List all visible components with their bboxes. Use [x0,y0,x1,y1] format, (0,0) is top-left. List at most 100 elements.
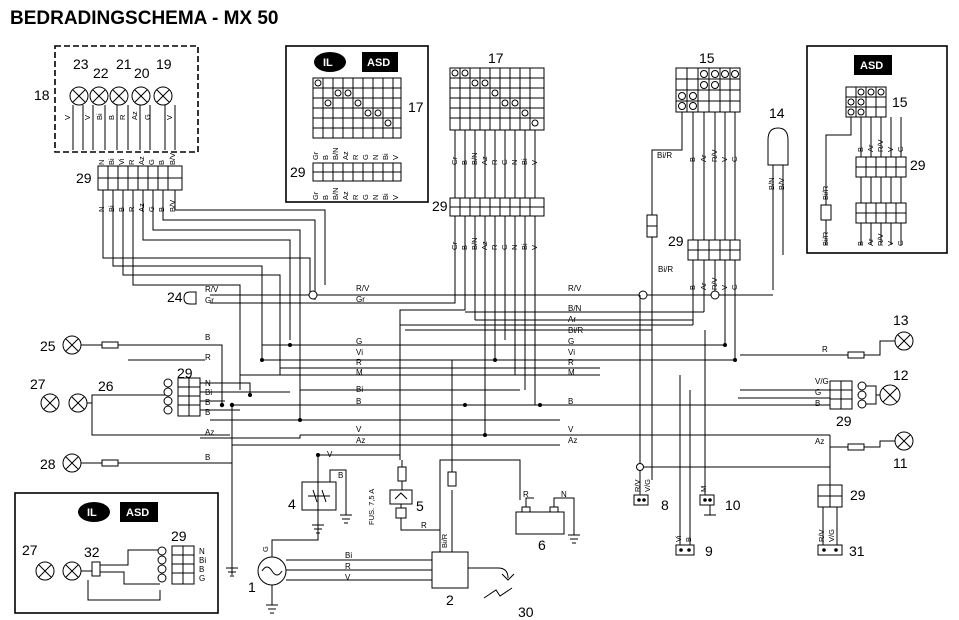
svg-text:Bi: Bi [356,385,363,394]
svg-text:Vi: Vi [117,158,126,165]
svg-text:B/N: B/N [331,187,340,200]
svg-text:R/V: R/V [205,285,219,294]
svg-text:Gr: Gr [205,296,214,305]
svg-text:V: V [720,157,729,162]
svg-text:Gr: Gr [356,295,365,304]
svg-text:G: G [261,546,270,552]
label-15: 15 [699,50,715,66]
svg-text:Az: Az [356,436,365,445]
svg-text:Bi: Bi [95,113,104,120]
svg-text:G: G [361,194,370,200]
svg-text:G: G [730,156,739,162]
diagram-title: BEDRADINGSCHEMA - MX 50 [10,8,279,29]
svg-text:R/V: R/V [710,149,719,162]
connector-29-left [163,377,201,417]
svg-text:Az: Az [130,111,139,120]
switch-17-wire-labels: Gr B B/N Az R G N Bi V [450,152,539,165]
svg-text:R: R [523,490,529,499]
switch-9 [675,544,695,556]
svg-text:B/N: B/N [767,177,776,190]
svg-text:Ar: Ar [866,238,875,246]
svg-text:R: R [351,154,360,160]
svg-text:ASD: ASD [126,507,149,519]
label-6: 6 [538,537,546,553]
svg-text:Ar: Ar [866,144,875,152]
connector-29-inset-wire-labels: Gr B B/N Az R G N Bi V [311,187,400,200]
il-badge-bottom [78,502,110,522]
asd-box-wire-labels: Bi/R B Ar R/V V G Bi/R B Ar R/V V G [821,139,905,246]
label-9: 9 [705,543,713,559]
svg-text:M: M [699,486,708,492]
svg-text:V: V [63,115,72,120]
label-29-right: 29 [668,233,684,249]
svg-text:Vi: Vi [674,535,683,542]
connector-29-bottom-left-wire-labels: N Bi B R Az G B B/V [97,200,177,212]
svg-text:V: V [391,155,400,160]
svg-text:R/V: R/V [633,479,642,492]
svg-text:N: N [199,547,205,556]
svg-text:R: R [345,562,351,571]
svg-text:R/V: R/V [876,139,885,152]
svg-text:B/V: B/V [168,200,177,212]
svg-text:V/G: V/G [827,529,836,542]
label-10: 10 [725,497,741,513]
connector-29-right-lower [829,380,867,410]
svg-text:G: G [199,574,205,583]
svg-text:R/V: R/V [356,284,370,293]
svg-text:R: R [490,159,499,165]
center-harness-wires [399,216,536,460]
label-15-asd: 15 [892,94,908,110]
svg-text:Vi: Vi [568,348,575,357]
svg-text:Az: Az [341,191,350,200]
svg-text:Bi/R: Bi/R [658,265,673,274]
main-bus-labels: R/V Gr R/V B/N Ar Bi/R G G Vi Vi R R M M… [356,284,583,445]
label-27-inset: 27 [22,542,38,558]
label-1: 1 [248,579,256,595]
label-8: 8 [661,497,669,513]
label-23: 23 [73,56,89,72]
svg-text:N: N [97,207,106,212]
svg-text:Gr: Gr [311,151,320,160]
svg-text:V: V [886,147,895,152]
sensor-24-icon [183,291,197,305]
label-18: 18 [34,87,50,103]
svg-text:Bi/R: Bi/R [657,151,672,160]
label-29-inset-bottom: 29 [171,528,187,544]
label-28: 28 [40,456,56,472]
label-4: 4 [288,496,296,512]
svg-text:B: B [117,207,126,212]
label-22: 22 [93,65,109,81]
svg-text:R: R [568,358,574,367]
label-17: 17 [488,50,504,66]
label-17-inset: 17 [408,99,424,115]
svg-text:M: M [356,368,363,377]
svg-text:R: R [356,358,362,367]
svg-text:B: B [157,207,166,212]
label-21: 21 [116,56,132,72]
svg-text:B/V: B/V [777,178,786,190]
svg-text:Az: Az [568,436,577,445]
svg-text:B: B [205,398,210,407]
svg-text:B: B [688,157,697,162]
switch-15-wire-labels: Bi/R B Ar R/V V G [657,149,739,162]
label-29-left: 29 [177,365,193,381]
label-2: 2 [446,592,454,608]
svg-text:Az: Az [137,203,146,212]
left-harness-wires [102,190,326,420]
horn-14-icon [767,127,789,166]
svg-text:V: V [568,425,574,434]
label-5: 5 [416,498,424,514]
svg-text:V: V [345,573,351,582]
switch-8 [633,494,649,506]
label-29-top-left: 29 [76,170,92,186]
svg-text:R: R [127,206,136,212]
svg-text:G: G [896,240,905,246]
svg-text:B: B [205,333,210,342]
asd-badge-right [854,55,892,75]
svg-text:B: B [205,453,210,462]
svg-text:B: B [338,471,343,480]
svg-text:V: V [530,160,539,165]
indicator-lamps-group [69,86,176,150]
svg-text:B: B [205,408,210,417]
